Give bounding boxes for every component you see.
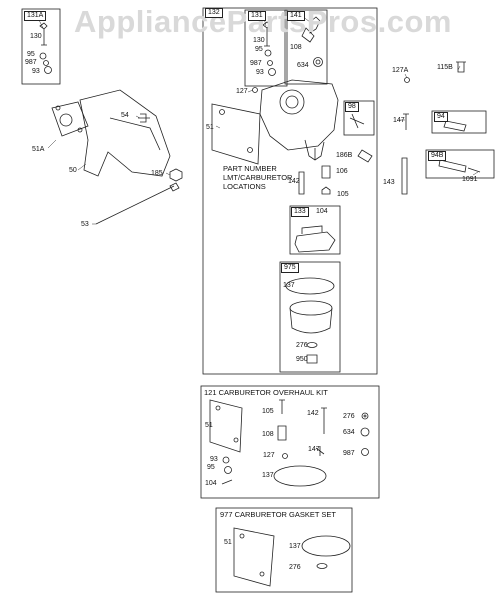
part-label-186b: 186B <box>336 152 353 159</box>
part-label-127: 127 <box>263 452 275 459</box>
part-label-142: 142 <box>288 178 300 185</box>
part-label-93: 93 <box>210 456 218 463</box>
part-label-105: 105 <box>262 408 274 415</box>
part-label-93: 93 <box>256 69 264 76</box>
note-line-1: PART NUMBER <box>223 164 277 173</box>
part-label-276: 276 <box>343 413 355 420</box>
part-label-131a: 131A <box>24 11 47 21</box>
part-label-132: 132 <box>205 8 223 18</box>
part-label-130: 130 <box>253 37 265 44</box>
part-label-98: 98 <box>345 102 359 112</box>
part-label-51a: 51A <box>32 146 45 153</box>
note-line-2: LMT/CARBURETOR <box>223 173 293 182</box>
part-label-95: 95 <box>255 46 263 53</box>
part-label-95: 95 <box>27 51 35 58</box>
overhaul-kit-title: 121 CARBURETOR OVERHAUL KIT <box>204 388 328 397</box>
part-label-987: 987 <box>343 450 355 457</box>
part-label-115b: 115B <box>437 64 453 71</box>
part-label-51: 51 <box>224 539 232 546</box>
part-label-143: 143 <box>383 179 395 186</box>
part-label-133: 133 <box>291 207 309 217</box>
part-label-53: 53 <box>81 221 89 228</box>
part-label-147: 147 <box>393 117 405 124</box>
part-label-130: 130 <box>30 33 42 40</box>
part-label-106: 106 <box>336 168 348 175</box>
frame-975 <box>279 261 341 373</box>
part-label-950: 950 <box>296 356 308 363</box>
part-label-137: 137 <box>262 472 274 479</box>
frame-gasket-set <box>215 507 353 593</box>
part-label-51: 51 <box>205 422 213 429</box>
part-label-105: 105 <box>337 191 349 198</box>
part-label-276: 276 <box>296 342 308 349</box>
part-label-127a: 127A <box>392 67 409 74</box>
part-label-634: 634 <box>343 429 355 436</box>
part-label-634: 634 <box>297 62 309 69</box>
watermark-text: AppliancePartsPros.com <box>74 4 452 39</box>
part-label-54: 54 <box>121 112 129 119</box>
part-label-137: 137 <box>283 282 295 289</box>
part-label-104: 104 <box>316 208 328 215</box>
part-label-50: 50 <box>69 167 77 174</box>
frame-94 <box>431 110 487 134</box>
part-label-93: 93 <box>32 68 40 75</box>
part-label-94b: 94B <box>428 151 447 161</box>
part-label-104: 104 <box>205 480 217 487</box>
part-label-131: 131 <box>248 11 266 21</box>
part-label-987: 987 <box>25 59 37 66</box>
frame-132-main <box>202 7 378 375</box>
frame-94b <box>425 149 495 179</box>
part-label-987: 987 <box>250 60 262 67</box>
frame-131 <box>244 9 288 87</box>
frame-133 <box>289 205 341 255</box>
part-label-276: 276 <box>289 564 301 571</box>
part-label-127: 127 <box>236 88 248 95</box>
part-label-95: 95 <box>207 464 215 471</box>
part-label-137: 137 <box>289 543 301 550</box>
part-label-141: 141 <box>287 11 305 21</box>
part-label-1091: 1091 <box>462 176 478 183</box>
frame-131a <box>21 8 61 85</box>
frame-overhaul-kit <box>200 385 380 499</box>
gasket-set-title: 977 CARBURETOR GASKET SET <box>220 510 337 519</box>
part-label-108: 108 <box>290 44 302 51</box>
frame-98 <box>343 100 375 136</box>
frame-141 <box>284 9 328 85</box>
part-label-108: 108 <box>262 431 274 438</box>
part-label-185: 185 <box>151 170 163 177</box>
part-label-94: 94 <box>434 112 448 122</box>
note-line-3: LOCATIONS <box>223 182 266 191</box>
part-label-51: 51 <box>206 124 214 131</box>
part-label-147: 147 <box>308 446 320 453</box>
part-label-975: 975 <box>281 263 299 273</box>
part-label-142: 142 <box>307 410 319 417</box>
